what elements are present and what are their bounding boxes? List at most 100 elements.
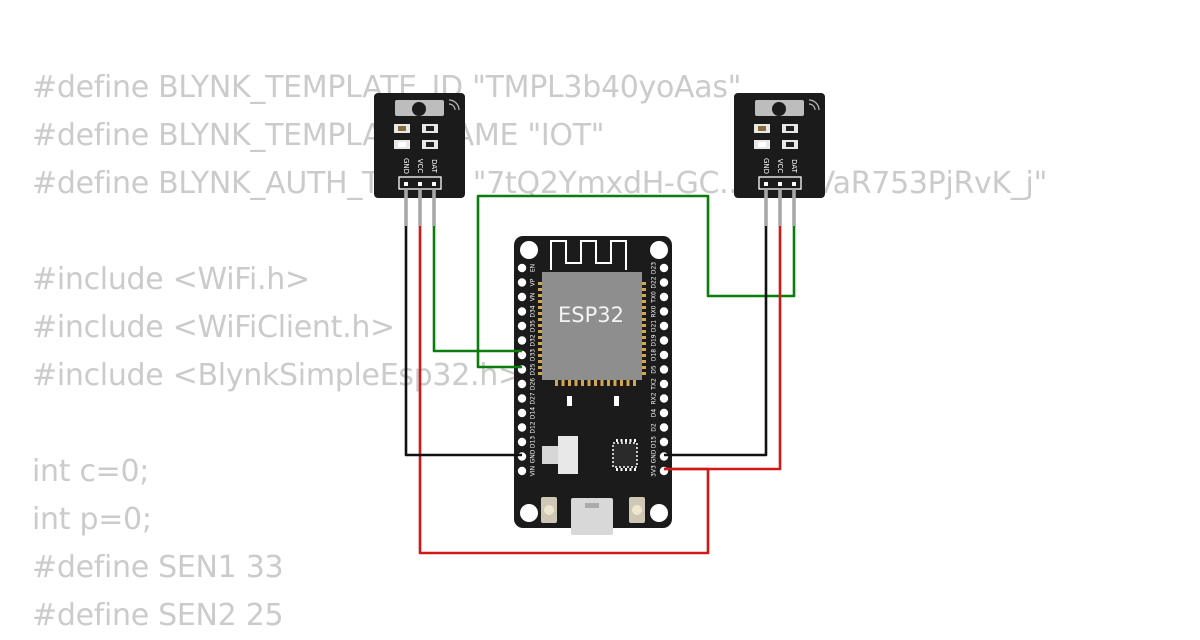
board-pin-right[interactable] (659, 379, 669, 389)
board-pin-right[interactable] (659, 437, 669, 447)
board-pin-left[interactable] (517, 423, 527, 432)
esp32-board[interactable]: ESP32 ENVPVND34D35D32D33D25D26D27D14D12D… (514, 236, 672, 535)
board-pin-left[interactable] (517, 452, 527, 461)
sensor-pin-pad (432, 182, 436, 186)
board-pin-right[interactable] (659, 278, 669, 287)
ir-signal-icon (808, 99, 820, 111)
board-pin-left[interactable] (517, 263, 527, 273)
board-pin-right[interactable] (659, 263, 669, 273)
board-pin-left[interactable] (517, 292, 527, 302)
board-pin-left[interactable] (517, 321, 527, 331)
smd-component (426, 126, 434, 131)
board-pin-left[interactable] (517, 437, 527, 447)
board-pin-label: 3V3 (651, 465, 658, 477)
sensor-pin-leg[interactable] (792, 189, 796, 226)
board-pin-label: EN (530, 264, 537, 272)
board-pin-label: D18 (651, 349, 658, 361)
board-pin-right[interactable] (659, 350, 669, 360)
board-pin-right[interactable] (659, 307, 669, 316)
chip-pad (633, 378, 636, 386)
micro-usb-port[interactable] (571, 498, 613, 535)
chip-pad (640, 306, 646, 309)
board-pin-left[interactable] (517, 336, 527, 345)
board-pin-label: VIN (530, 466, 537, 476)
board-pin-label: D5 (651, 365, 658, 374)
chip-pad (538, 324, 544, 327)
voltage-regulator (542, 446, 558, 464)
wire-left-sensor-gnd-to-gnd[interactable] (404, 226, 522, 457)
code-line: #define BLYNK_TEMPLATE_ID "TMPL3b40yoAas… (32, 70, 742, 105)
board-pin-label: D21 (651, 320, 658, 332)
chip-pad (640, 372, 646, 375)
chip-pad (640, 366, 646, 369)
board-pin-label: TX0 (651, 291, 658, 304)
code-line: #define SEN2 25 (32, 598, 284, 633)
board-pin-label: D4 (651, 409, 658, 418)
chip-pad (634, 468, 636, 471)
board-pin-label: VP (530, 278, 537, 286)
board-pin-left[interactable] (517, 466, 527, 476)
board-pin-right[interactable] (659, 292, 669, 302)
smd-component (786, 126, 794, 131)
sensor-pin-pad (418, 182, 422, 186)
board-pin-right[interactable] (659, 321, 669, 331)
ir-receiver-lens (772, 102, 786, 116)
chip-pad (555, 378, 558, 386)
chip-pad (620, 378, 623, 386)
code-line: #include <WiFi.h> (32, 262, 310, 297)
board-pin-left[interactable] (517, 278, 527, 287)
chip-pad (538, 372, 544, 375)
chip-pad (600, 378, 604, 386)
wire-right-sensor-vcc-to-3v3[interactable] (664, 226, 782, 471)
ir-signal-icon (448, 99, 460, 111)
board-pin-label: D13 (530, 436, 537, 448)
board-pin-label: D22 (651, 276, 658, 288)
smd-component (758, 142, 766, 147)
sensor-pin-leg[interactable] (404, 189, 408, 226)
sensor-pin-label: VCC (416, 159, 424, 174)
chip-pad (640, 282, 646, 285)
board-pin-right[interactable] (659, 452, 669, 461)
board-pin-label: D15 (651, 436, 658, 448)
board-pin-right[interactable] (659, 394, 669, 403)
chip-pad (640, 348, 646, 351)
chip-pad (640, 342, 646, 345)
background-code-listing: #define BLYNK_TEMPLATE_ID "TMPL3b40yoAas… (32, 64, 1047, 640)
code-line: #include <BlynkSimpleEsp32.h> (32, 358, 523, 393)
wire-right-sensor-dat-to-d25[interactable] (476, 194, 796, 369)
board-pin-right[interactable] (659, 423, 669, 432)
smd-component (398, 126, 406, 131)
chip-pad (629, 468, 632, 471)
board-pin-left[interactable] (517, 394, 527, 403)
sensor-pin-label: DAT (790, 159, 798, 174)
smd-component (567, 396, 572, 406)
board-pin-left[interactable] (517, 408, 527, 418)
board-pin-left[interactable] (517, 350, 527, 360)
board-pin-right[interactable] (659, 336, 669, 345)
board-pin-label: D35 (530, 320, 537, 332)
board-pin-label: TX2 (651, 378, 658, 391)
board-pin-right[interactable] (659, 408, 669, 418)
chip-pad (640, 360, 646, 363)
board-pin-left[interactable] (517, 307, 527, 316)
board-pin-label: D32 (530, 334, 537, 346)
chip-pad (538, 342, 544, 345)
sensor-pin-leg[interactable] (778, 189, 782, 226)
board-pin-right[interactable] (659, 365, 669, 374)
sensor-pin-leg[interactable] (432, 189, 436, 226)
chip-pad (538, 348, 544, 351)
wire-left-sensor-dat-to-d33[interactable] (432, 226, 522, 353)
chip-pad (538, 312, 544, 315)
chip-pad (640, 318, 646, 321)
sensor-pin-leg[interactable] (764, 189, 768, 226)
wire-right-sensor-gnd-to-gnd[interactable] (664, 226, 768, 457)
board-pin-label: RX0 (651, 305, 658, 317)
sensor-pin-leg[interactable] (418, 189, 422, 226)
chip-pad (640, 288, 646, 291)
board-pin-left[interactable] (517, 379, 527, 389)
board-pin-label: GND (651, 449, 658, 463)
chip-pad (574, 378, 578, 386)
